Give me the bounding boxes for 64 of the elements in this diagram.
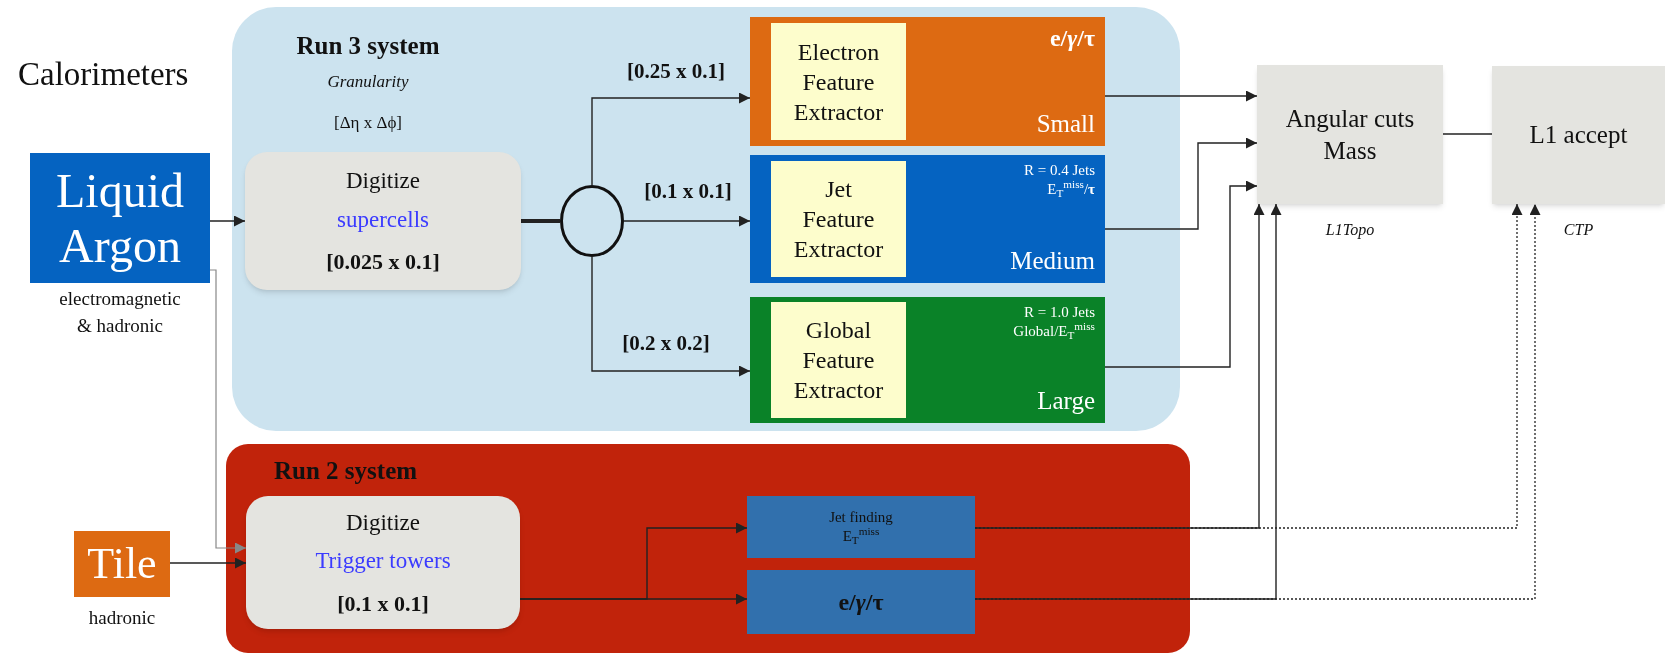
caption-label: CTP [1563, 220, 1594, 240]
caption-label: hadronic [88, 606, 156, 630]
process-label: Trigger towers [315, 547, 451, 575]
connector-line [1442, 133, 1493, 135]
system-panel [232, 7, 1180, 431]
detector-box [74, 531, 170, 597]
extractor-label: Global Feature Extractor [792, 316, 885, 405]
feature-extractor-box [750, 155, 1105, 283]
arrow [623, 215, 751, 227]
arrow [591, 256, 751, 377]
label-box [771, 23, 906, 140]
process-box [1492, 66, 1665, 204]
process-label: L1 accept [1529, 120, 1628, 151]
module-label: Jet finding [829, 508, 893, 527]
extractor-label: Electron Feature Extractor [792, 37, 885, 127]
panel-subtitle: Granularity [327, 70, 409, 93]
detector-label: Tile [87, 538, 157, 590]
process-box [1257, 65, 1443, 204]
process-label: Digitize [345, 508, 421, 537]
extractor-label: Jet Feature Extractor [792, 175, 885, 264]
arrow [974, 203, 1282, 600]
arrow [1104, 137, 1258, 230]
module-label: e/γ/τ [838, 588, 884, 617]
arrow [1104, 180, 1258, 368]
process-label: Angular cuts Mass [1284, 104, 1416, 166]
caption-label: electromagnetic & hadronic [58, 287, 182, 338]
detector-box [30, 153, 210, 283]
feature-label: R = 1.0 Jets [1024, 303, 1095, 322]
label-box [771, 302, 906, 418]
size-label: Small [1036, 109, 1095, 137]
panel-title: Run 3 system [296, 31, 440, 61]
detector-label: Liquid Argon [55, 162, 185, 274]
granularity-label: [0.025 x 0.1] [326, 248, 440, 276]
process-label: Digitize [345, 167, 421, 195]
feature-extractor-box [750, 17, 1105, 146]
process-box [245, 152, 521, 290]
arrow [591, 92, 751, 186]
arrow [209, 269, 247, 554]
system-panel [226, 444, 1190, 653]
connector-line [521, 219, 560, 223]
process-label: supercells [337, 205, 429, 234]
label-box [771, 161, 906, 277]
feature-label: e/γ/τ [1049, 24, 1095, 53]
arrow [974, 203, 1265, 529]
size-label: Large [1037, 386, 1095, 414]
feature-label: E$_{T}$$^{miss}$/τ [1047, 179, 1095, 199]
arrow [974, 203, 1541, 600]
module-box [747, 496, 975, 558]
caption-label: L1Topo [1325, 220, 1375, 241]
arrow [1104, 90, 1258, 102]
arrow [974, 203, 1523, 529]
module-box [747, 570, 975, 634]
granularity-label: [0.1 x 0.1] [337, 589, 429, 618]
arrow [209, 215, 246, 227]
arrow [519, 593, 748, 605]
junction-circle [560, 185, 624, 257]
panel-title: Run 2 system [274, 456, 419, 486]
feature-extractor-box [750, 297, 1105, 423]
feature-label: R = 0.4 Jets [1024, 161, 1095, 180]
size-label: Medium [1010, 246, 1095, 274]
heading-label: Calorimeters [18, 56, 189, 92]
arrow [169, 557, 247, 569]
process-box [246, 496, 520, 629]
granularity-label: [Δη x Δϕ] [334, 112, 402, 134]
